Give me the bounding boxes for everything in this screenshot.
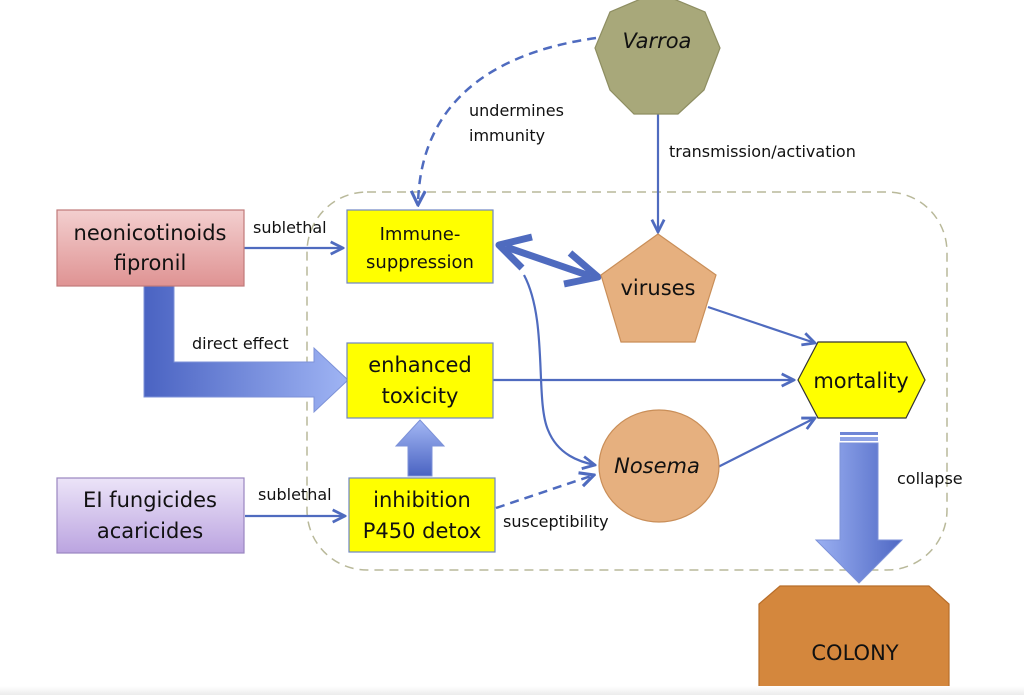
p450-to-toxicity-arrow [394,419,446,477]
edge-nosema-mortality [717,418,815,468]
direct-effect-label: direct effect [192,334,289,353]
node-ei-fungicides: EI fungicides acaricides [56,477,245,554]
bottom-shadow [0,686,1024,695]
node-neonicotinoids: neonicotinoids fipronil [56,209,245,287]
edge-varroa-immune [418,36,597,205]
toxicity-label: toxicity [382,384,459,408]
colony-boundary [306,191,948,571]
acaricides-label: acaricides [97,519,203,543]
susceptibility-label: susceptibility [503,512,609,531]
ei-fungicides-label: EI fungicides [83,488,217,512]
collapse-arrow [814,432,904,584]
p450-detox-label: P450 detox [363,519,482,543]
edge-viruses-mortality [707,305,815,343]
edge-inhibition-nosema [495,475,594,510]
node-varroa: Varroa [594,0,721,115]
edge-immune-viruses-bidirectional [495,233,602,288]
viruses-label: viruses [620,276,695,300]
nosema-label: Nosema [614,454,700,478]
varroa-label: Varroa [623,29,692,53]
collapse-label: collapse [897,469,963,488]
mortality-label: mortality [813,369,908,393]
node-mortality: mortality [797,341,926,419]
sublethal-label-top: sublethal [253,218,327,237]
node-enhanced-toxicity: enhanced toxicity [346,342,494,419]
transmission-activation-label: transmission/activation [669,142,856,161]
undermines-label: undermines [469,101,564,120]
direct-effect-arrow [143,285,349,414]
enhanced-label: enhanced [368,353,472,377]
colony-label: COLONY [811,641,898,665]
node-nosema: Nosema [598,409,720,523]
node-immune-suppression: Immune- suppression [346,209,494,284]
immune-label-line1: Immune- [380,224,461,245]
edge-immune-nosema [523,274,595,465]
sublethal-label-bottom: sublethal [258,485,332,504]
inhibition-label: inhibition [373,488,471,512]
immunity-label: immunity [469,126,545,145]
node-inhibition-p450: inhibition P450 detox [348,477,496,553]
fipronil-label: fipronil [114,251,187,275]
node-viruses: viruses [600,233,717,343]
neonicotinoids-label: neonicotinoids [74,221,227,245]
node-colony: COLONY [758,585,950,695]
immune-label-line2: suppression [366,252,474,273]
